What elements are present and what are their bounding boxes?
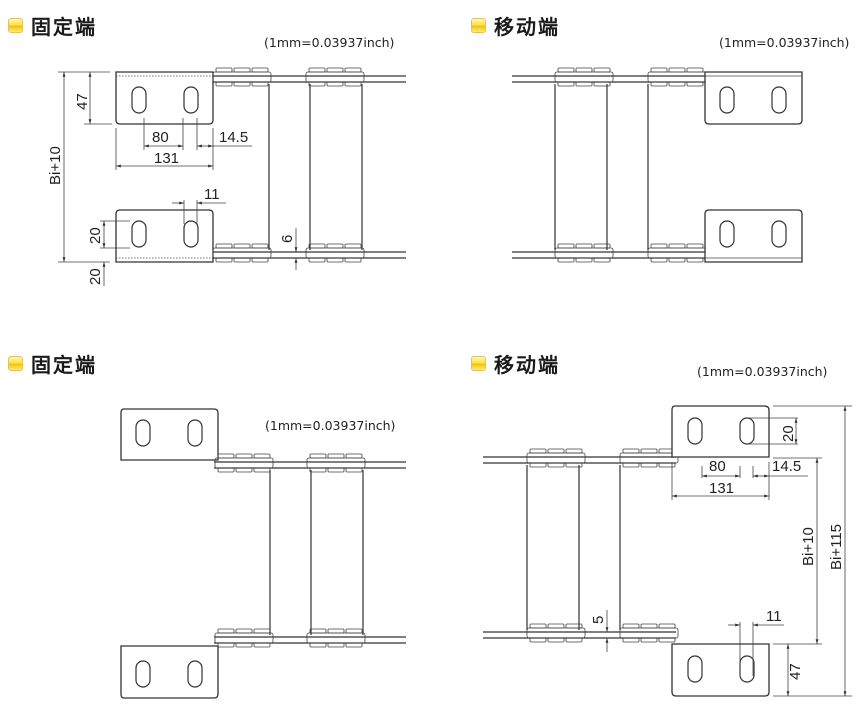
dim-total-height: Bi+115: [828, 524, 845, 570]
mounting-bracket: [671, 643, 770, 697]
chain-link: [305, 67, 365, 87]
dim-slot-width: 11: [204, 186, 220, 203]
mounting-bracket: [120, 408, 219, 461]
chain-rail: [214, 461, 406, 644]
dim-bracket-width: 131: [154, 150, 179, 167]
chain-link: [554, 67, 614, 87]
dim-rail-gap: 5: [590, 616, 607, 624]
dim-total-height: Bi+10: [47, 146, 64, 185]
dim-slot-width: 11: [766, 608, 782, 625]
chain-rail: [512, 75, 705, 259]
chain-link: [305, 243, 365, 263]
dim-hole-spacing: 80: [709, 458, 726, 475]
section-title: 固定端: [31, 15, 97, 39]
chain-link: [647, 243, 707, 263]
dim-bracket-width: 131: [709, 480, 734, 497]
unit-note: (1mm=0.03937inch): [697, 364, 828, 379]
section-header-fixed-end-bottom: 固定端: [8, 349, 97, 378]
chain-link: [214, 453, 274, 473]
chain-link: [619, 623, 679, 643]
unit-note: (1mm=0.03937inch): [265, 418, 396, 433]
dim-edge-offset: 14.5: [772, 458, 801, 475]
chain-link: [212, 67, 272, 87]
moving-end-dimensioned-drawing: 20 80 14.5 131 Bi+10 Bi+115 47 11 5: [483, 405, 852, 697]
unit-note: (1mm=0.03937inch): [719, 35, 850, 50]
dim-hole-spacing: 80: [152, 129, 169, 146]
unit-note: (1mm=0.03937inch): [264, 35, 395, 50]
chain-link: [554, 243, 614, 263]
chain-link: [306, 453, 366, 473]
chain-link: [212, 243, 272, 263]
chain-link: [526, 623, 586, 643]
chain-link: [214, 628, 274, 648]
dim-slot-length: 20: [87, 227, 104, 244]
dim-bottom-offset: 20: [87, 268, 104, 285]
bullet-square-icon: [8, 18, 23, 33]
dim-rail-gap: 6: [279, 235, 296, 243]
section-title: 移动端: [494, 353, 560, 377]
chain-link: [619, 448, 679, 468]
dim-edge-offset: 14.5: [219, 129, 248, 146]
dim-inner-height: Bi+10: [800, 527, 817, 566]
section-title: 移动端: [494, 15, 560, 39]
chain-link: [647, 67, 707, 87]
fixed-end-reversed-drawing: [120, 408, 406, 699]
section-header-moving-end-top: 移动端: [471, 11, 560, 40]
fixed-end-dimensioned-drawing: Bi+10 47 80 14.5 131 11 20 20 6: [47, 67, 406, 286]
bullet-square-icon: [8, 356, 23, 371]
section-title: 固定端: [31, 353, 97, 377]
bullet-square-icon: [471, 356, 486, 371]
chain-link: [306, 628, 366, 648]
mounting-bracket: [115, 71, 214, 125]
dim-bracket-height: 47: [74, 93, 91, 110]
mounting-bracket: [704, 209, 803, 263]
section-header-fixed-end-top: 固定端: [8, 11, 97, 40]
chain-link: [526, 448, 586, 468]
bullet-square-icon: [471, 18, 486, 33]
mounting-bracket: [120, 645, 219, 699]
mounting-bracket: [115, 209, 214, 263]
moving-end-drawing: [512, 67, 803, 263]
mounting-bracket: [704, 71, 803, 125]
dim-slot-length: 20: [780, 425, 797, 442]
dim-bracket-height: 47: [787, 663, 804, 680]
section-header-moving-end-bottom: 移动端: [471, 349, 560, 378]
